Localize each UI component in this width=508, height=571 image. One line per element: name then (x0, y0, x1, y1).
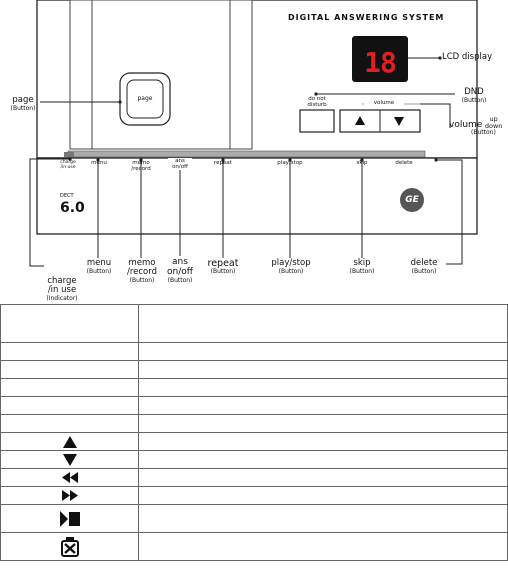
table-row (0, 532, 508, 561)
callout-menu: menu(Button) (86, 258, 112, 276)
table-row (0, 450, 508, 469)
fast-forward-icon (61, 490, 78, 501)
triangle-down-icon (62, 453, 77, 466)
delete-x-icon (60, 536, 79, 557)
callout-memo: memo /record(Button) (126, 258, 157, 285)
dect-version-label: 6.0 (60, 200, 85, 216)
ans-face-label: ans on/off (168, 158, 192, 170)
skip-face-label: skip (356, 160, 368, 166)
volume-up-icon (355, 116, 365, 125)
dnd-face-label: do not disturb (307, 96, 327, 108)
triangle-up-icon (62, 435, 77, 448)
play-stop-face-label: play/stop (277, 160, 303, 166)
lcd-display (352, 36, 408, 82)
callout-dnd: DND(Button) (461, 87, 487, 105)
table-header-row (0, 304, 508, 343)
menu-face-label: menu (91, 160, 107, 166)
volume-down-icon (394, 117, 404, 126)
charge-face-label: charge /in use (60, 160, 76, 170)
rewind-icon (61, 472, 78, 483)
delete-face-label: delete (395, 160, 413, 166)
repeat-face-label: repeat (214, 160, 232, 166)
memo-face-label: memo /record (131, 160, 151, 172)
table-row (0, 396, 508, 415)
table-row (0, 486, 508, 505)
table-row (0, 504, 508, 533)
table-row (0, 360, 508, 379)
table-row (0, 378, 508, 397)
base-unit-diagram (29, 0, 478, 267)
callout-skip: skip(Button) (349, 258, 375, 276)
callout-repeat: repeat(Button) (207, 258, 239, 275)
volume-face-label: volume (364, 100, 404, 106)
table-row (0, 342, 508, 361)
page-button (126, 79, 164, 119)
table-row (0, 432, 508, 451)
callout-play-stop: play/stop(Button) (271, 258, 311, 276)
lcd-value: 18 (364, 46, 397, 79)
device-title: DIGITAL ANSWERING SYSTEM (288, 13, 445, 22)
page-button-face-label: page (137, 95, 153, 102)
play-stop-icon (59, 510, 80, 527)
button-strip (67, 150, 426, 158)
callout-ans: ans on/off(Button) (167, 257, 193, 284)
button-function-table (0, 304, 508, 561)
dnd-button (299, 109, 335, 133)
callout-delete: delete(Button) (410, 258, 438, 276)
ge-logo: GE (400, 188, 424, 212)
dect-small-label: DECT (60, 193, 74, 199)
charge-led (64, 152, 74, 157)
callout-page: page(Button) (10, 95, 36, 113)
table-row (0, 414, 508, 433)
table-row (0, 468, 508, 487)
callout-lcd: LCD display (442, 52, 493, 62)
callout-charge: charge /in use(Indicator) (46, 276, 78, 303)
